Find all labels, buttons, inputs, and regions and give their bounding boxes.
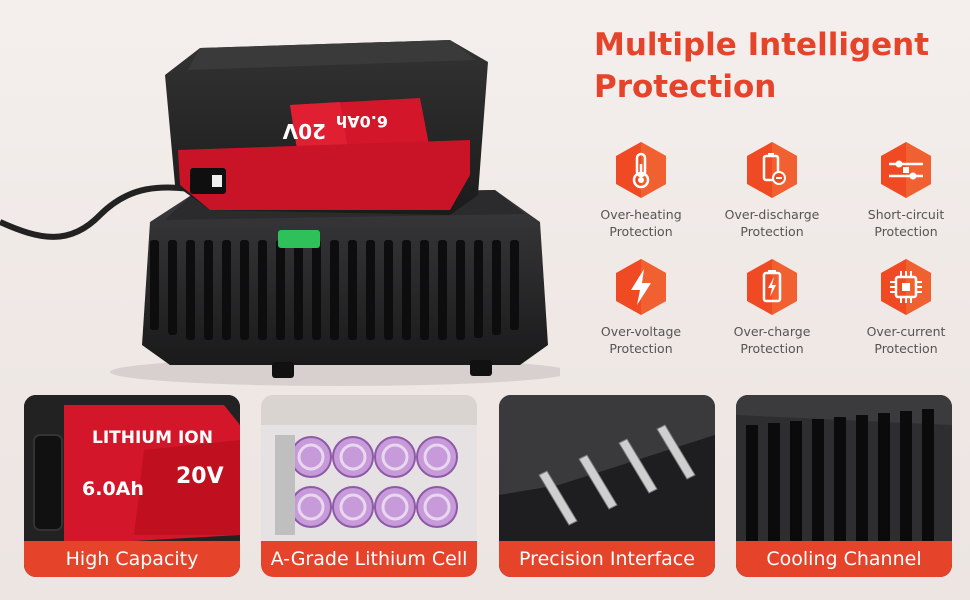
- panel-high-capacity: LITHIUM ION 6.0Ah 20V High Capacity: [24, 395, 240, 577]
- feature-over-current: Over-current Protection: [846, 257, 966, 357]
- charge-indicator-light: [278, 230, 320, 248]
- headline-line-1: Multiple Intelligent: [594, 27, 930, 63]
- feature-label-line-2: Protection: [740, 341, 804, 356]
- battery-pack: 20V 6.0Ah LITHIUM ION: [165, 40, 488, 215]
- feature-over-charge: Over-charge Protection: [712, 257, 832, 357]
- feature-label-line-1: Short-circuit: [867, 207, 945, 222]
- battery-type-label: LITHIUM ION: [92, 428, 213, 448]
- feature-label-line-2: Protection: [874, 341, 938, 356]
- feature-label-line-2: Protection: [874, 224, 938, 239]
- battery-minus-icon: [743, 140, 801, 200]
- headline: Multiple Intelligent Protection: [594, 24, 954, 108]
- feature-over-discharge: Over-discharge Protection: [712, 140, 832, 240]
- power-cable: [0, 184, 201, 240]
- battery-charge-icon: [743, 257, 801, 317]
- feature-over-voltage: Over-voltage Protection: [581, 257, 701, 357]
- caption-cooling-channel: Cooling Channel: [736, 541, 952, 577]
- feature-label-line-1: Over-voltage: [600, 324, 682, 339]
- thermometer-icon: [612, 140, 670, 200]
- charger: [142, 190, 548, 378]
- feature-label-line-1: Over-heating: [600, 207, 682, 222]
- feature-over-heating: Over-heating Protection: [581, 140, 701, 240]
- battery-voltage-label: 20V: [176, 464, 224, 489]
- panel-lithium-cell: A-Grade Lithium Cell: [261, 395, 477, 577]
- headline-line-2: Protection: [594, 69, 777, 105]
- feature-label-line-1: Over-discharge: [724, 207, 820, 222]
- feature-label-line-1: Over-charge: [733, 324, 811, 339]
- lightning-icon: [612, 257, 670, 317]
- caption-precision-interface: Precision Interface: [499, 541, 715, 577]
- caption-lithium-cell: A-Grade Lithium Cell: [261, 541, 477, 577]
- panel-precision-interface: Precision Interface: [499, 395, 715, 577]
- feature-label-line-1: Over-current: [866, 324, 946, 339]
- circuit-icon: [877, 140, 935, 200]
- feature-label-line-2: Protection: [609, 224, 673, 239]
- feature-short-circuit: Short-circuit Protection: [846, 140, 966, 240]
- caption-high-capacity: High Capacity: [24, 541, 240, 577]
- battery-charger-product-image: 20V 6.0Ah LITHIUM ION: [0, 40, 560, 386]
- battery-capacity-label: 6.0Ah: [82, 478, 144, 500]
- chip-icon: [877, 257, 935, 317]
- feature-label-line-2: Protection: [609, 341, 673, 356]
- svg-text:6.0Ah: 6.0Ah: [336, 112, 388, 131]
- feature-label-line-2: Protection: [740, 224, 804, 239]
- svg-text:20V: 20V: [282, 119, 326, 143]
- panel-cooling-channel: Cooling Channel: [736, 395, 952, 577]
